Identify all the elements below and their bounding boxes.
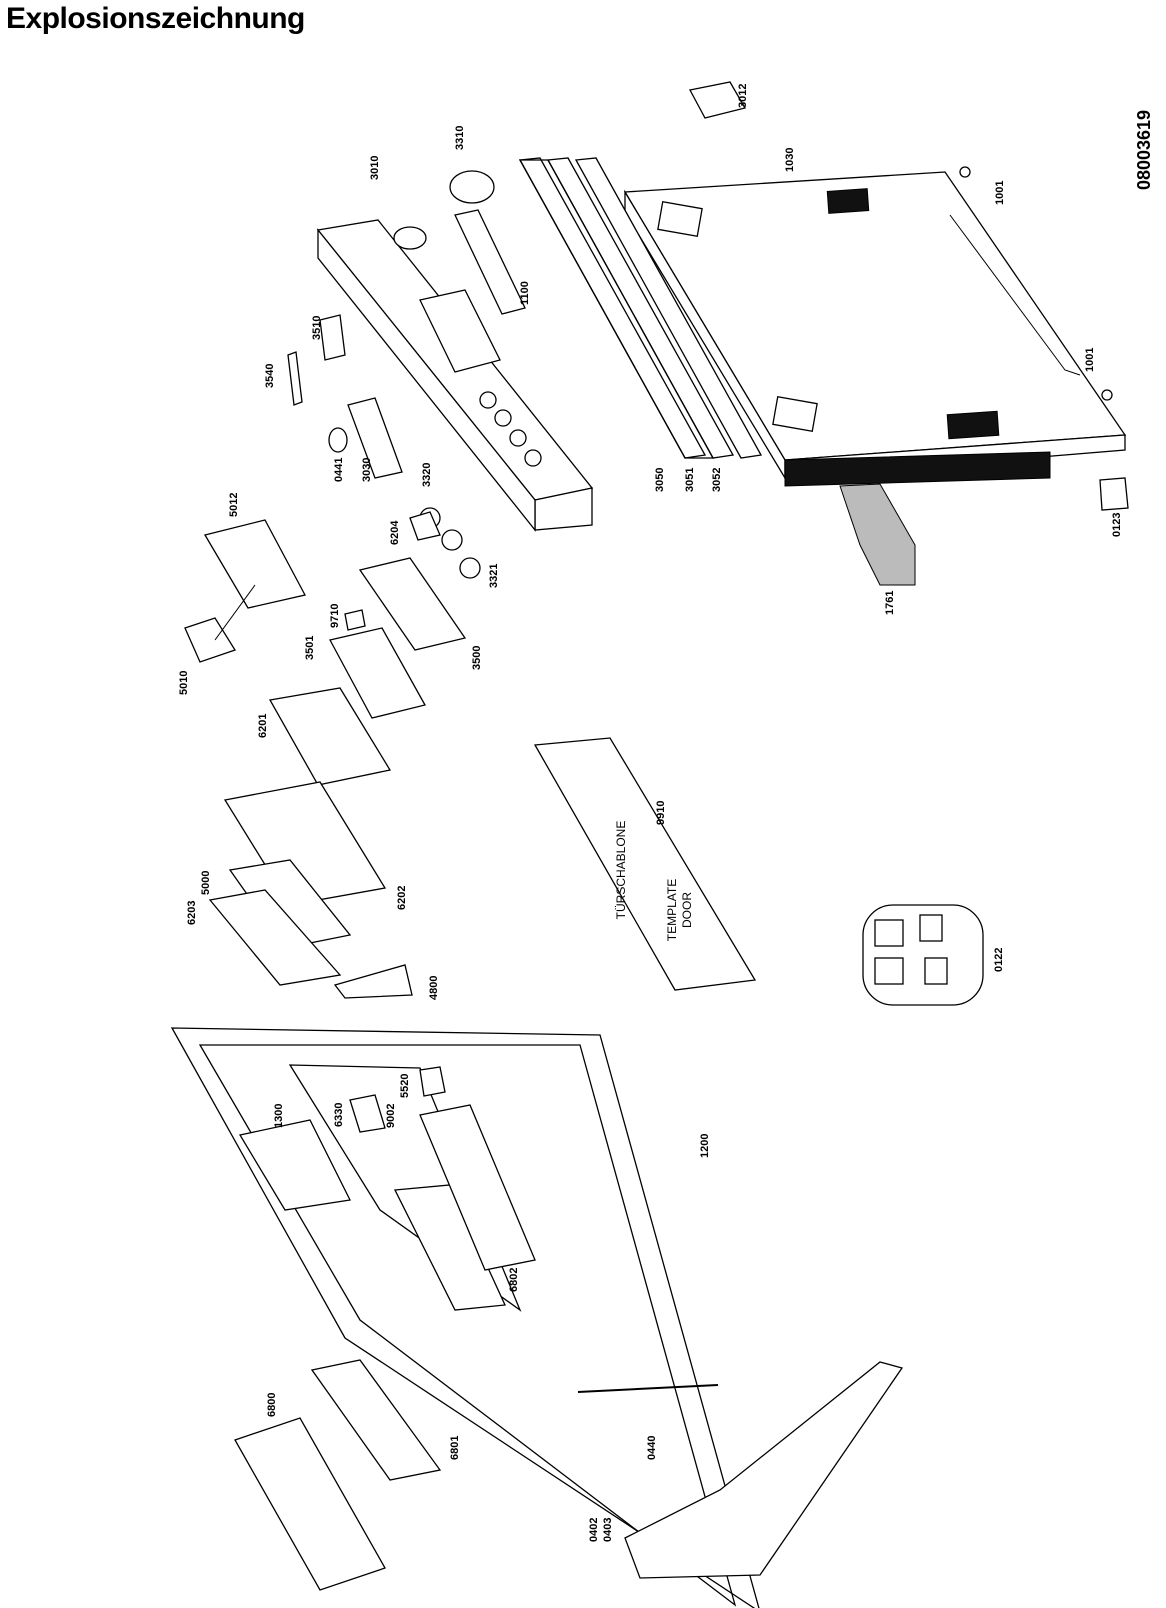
control-panel <box>316 219 594 532</box>
switch-6204 <box>409 511 441 541</box>
part-label: 1001 <box>1084 348 1096 372</box>
part-label: 6330 <box>333 1103 345 1127</box>
part-label: 5010 <box>178 671 190 695</box>
module-6201 <box>268 687 392 786</box>
part-label: 6202 <box>396 886 408 910</box>
hinge-arm-0402 <box>624 1361 904 1579</box>
bracket-5012 <box>203 519 306 609</box>
part-label: 3510 <box>311 316 323 340</box>
switch-3510 <box>319 314 346 361</box>
part-label: 6201 <box>257 714 269 738</box>
page-title: Explosionszeichnung <box>6 2 305 35</box>
chip-9710 <box>344 609 366 631</box>
part-label: 1030 <box>784 148 796 172</box>
side-rails <box>518 157 763 459</box>
part-label: 0402 <box>588 1518 600 1542</box>
hinge-plate-0123 <box>1099 477 1129 511</box>
part-label: 5012 <box>228 493 240 517</box>
part-label: 3501 <box>304 636 316 660</box>
part-label: 6801 <box>449 1436 461 1460</box>
bracket-3012 <box>689 81 746 119</box>
part-label: 5000 <box>200 871 212 895</box>
knob-3310 <box>449 170 495 204</box>
part-label: 9710 <box>329 604 341 628</box>
part-label: 6800 <box>266 1393 278 1417</box>
rail-9002 <box>419 1104 536 1271</box>
part-label: 3500 <box>471 646 483 670</box>
part-label: 9002 <box>385 1104 397 1128</box>
template-label-1: TÜRSCHABLONE <box>614 821 628 920</box>
part-label: 9910 <box>655 801 667 825</box>
module-6203 <box>208 889 342 986</box>
outer-door-panel <box>623 171 1127 487</box>
display-1100 <box>454 209 526 315</box>
button-holder-3500 <box>358 557 467 651</box>
button-3321-b <box>459 557 481 579</box>
part-label: 1100 <box>519 281 531 305</box>
part-label: 3321 <box>488 564 500 588</box>
part-label: 3050 <box>654 468 666 492</box>
part-label: 0441 <box>333 458 345 482</box>
part-5520 <box>419 1066 446 1097</box>
part-label: 1761 <box>884 591 896 615</box>
lock-5010 <box>184 617 236 663</box>
part-label: 1001 <box>994 181 1006 205</box>
part-label: 6203 <box>186 901 198 925</box>
part-label: 6204 <box>389 520 401 545</box>
screw-1001-top <box>959 166 971 178</box>
part-label: 3010 <box>369 156 381 180</box>
part-label: 0123 <box>1111 513 1123 537</box>
foam-strip <box>839 483 916 586</box>
handle-6800 <box>234 1417 386 1591</box>
part-label: 3012 <box>737 84 749 108</box>
drawing-number: 08003619 <box>1134 110 1154 190</box>
door-template <box>533 737 757 991</box>
screw-1001-right <box>1101 389 1113 401</box>
part-labels: 3012 1030 1001 1001 0123 1761 3050 3051 … <box>178 84 1123 1542</box>
part-label: 4800 <box>428 976 440 1000</box>
template-label-2: TEMPLATE <box>665 879 679 941</box>
part-label: 5520 <box>399 1074 411 1098</box>
spring-0440 <box>577 1384 719 1393</box>
bracket-3030 <box>347 397 403 479</box>
pin-3540 <box>287 351 303 406</box>
button-3321-a <box>441 529 463 551</box>
part-label: 3052 <box>711 468 723 492</box>
part-label: 0440 <box>646 1436 658 1460</box>
part-label: 3051 <box>684 468 696 492</box>
template-label-3: DOOR <box>680 892 694 928</box>
cable-4800 <box>333 964 413 999</box>
dispenser-1300 <box>238 1119 351 1211</box>
gasket-6801 <box>310 1359 442 1481</box>
part-label: 3310 <box>454 126 466 150</box>
pcb-3501 <box>329 627 426 719</box>
part-label: 6802 <box>508 1268 520 1292</box>
part-label: 1200 <box>699 1134 711 1158</box>
part-label: 3540 <box>264 364 276 388</box>
part-label: 0122 <box>993 948 1005 972</box>
part-label: 1300 <box>273 1104 285 1128</box>
spring-0441 <box>328 427 348 453</box>
part-6330 <box>349 1094 386 1133</box>
part-label: 3030 <box>361 458 373 482</box>
part-label: 3320 <box>421 463 433 487</box>
part-label: 0403 <box>602 1518 614 1542</box>
